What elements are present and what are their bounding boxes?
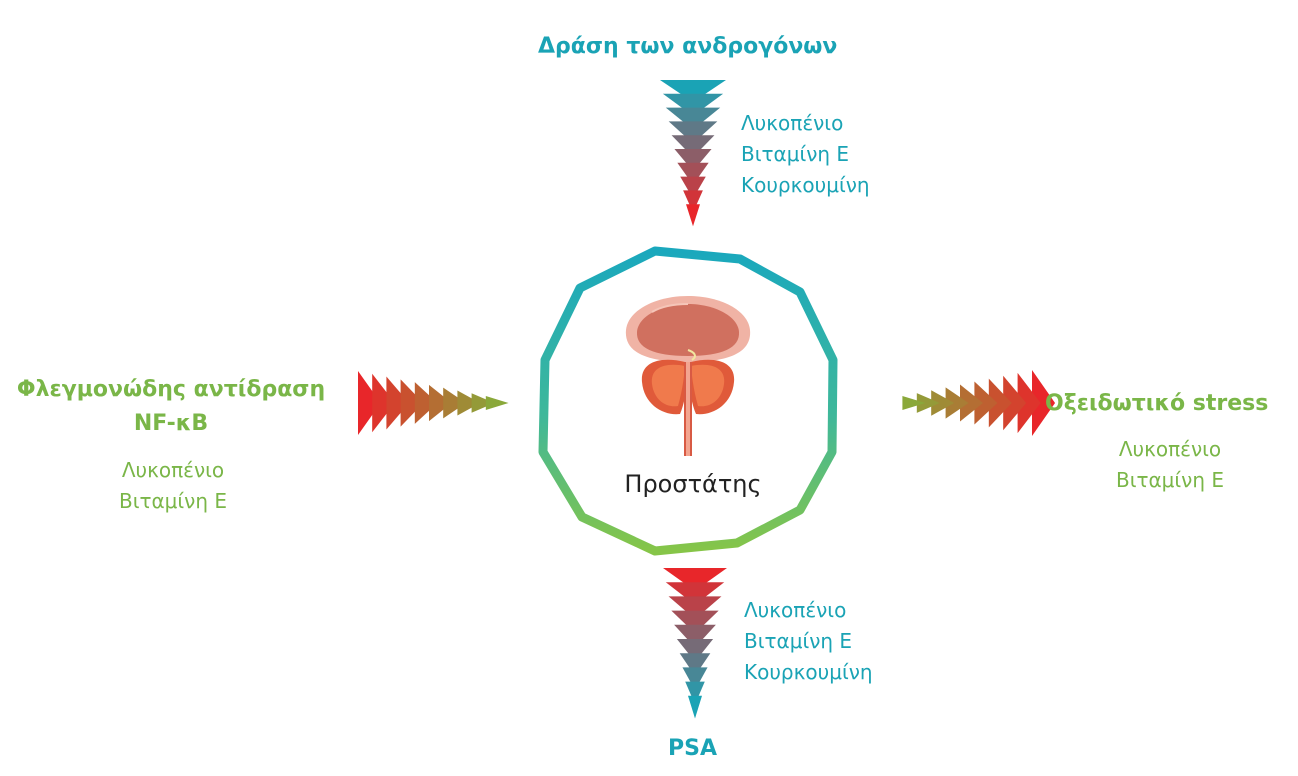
bottom-item: Κουρκουμίνη — [744, 660, 873, 684]
arrow-bottom-chevron — [663, 568, 727, 591]
bottom-item: Βιταμίνη Ε — [744, 629, 853, 653]
arrow-bottom-chevron — [679, 653, 711, 676]
arrow-bottom-chevron — [676, 639, 714, 662]
arrow-right-chevron — [902, 396, 926, 410]
arrow-left-chevron — [400, 379, 424, 427]
arrow-left-chevron — [457, 390, 481, 416]
arrow-top-chevron — [686, 204, 700, 227]
arrow-bottom-chevron — [665, 582, 725, 605]
arrow-left-chevron — [485, 396, 509, 410]
arrow-left-chevron — [386, 376, 410, 430]
arrow-right-chevron — [945, 387, 969, 419]
left-title-line1: Φλεγμονώδης αντίδραση — [16, 377, 326, 402]
arrow-left-chevron — [372, 373, 395, 433]
arrow-top-chevron — [674, 149, 712, 172]
arrow-top-chevron — [680, 176, 706, 199]
arrow-right — [902, 370, 1056, 436]
arrow-top — [660, 80, 726, 227]
arrow-right-chevron — [988, 378, 1012, 428]
top-title: Δράση των ανδρογόνων — [538, 34, 838, 59]
arrow-bottom-chevron — [688, 695, 702, 719]
arrow-top-chevron — [668, 121, 718, 144]
arrow-bottom-chevron — [685, 681, 705, 705]
arrow-bottom-chevron — [671, 610, 719, 634]
arrow-left-chevron — [414, 382, 438, 424]
arrow-right-chevron — [1017, 372, 1041, 434]
arrow-right-chevron — [916, 393, 940, 413]
top-item: Βιταμίνη Ε — [741, 142, 850, 166]
left-title: Φλεγμονώδης αντίδραση NF-κB — [6, 373, 336, 441]
prostate-ring — [538, 246, 838, 556]
arrow-left-chevron — [429, 384, 452, 422]
center-label: Προστάτης — [624, 470, 762, 498]
left-item: Βιταμίνη Ε — [118, 489, 228, 513]
right-item: Λυκοπένιο — [1118, 437, 1222, 461]
arrow-top-chevron — [660, 80, 726, 103]
arrow-right-chevron — [1003, 375, 1027, 431]
arrow-left-chevron — [443, 387, 466, 419]
arrow-bottom — [663, 568, 727, 719]
arrow-left-chevron — [358, 371, 381, 435]
arrow-left-chevron — [471, 393, 495, 413]
arrow-top-chevron — [665, 107, 721, 130]
top-items-list: Λυκοπένιο Βιταμίνη Ε Κουρκουμίνη — [741, 108, 870, 201]
arrow-bottom-chevron — [674, 624, 716, 648]
arrow-right-chevron — [974, 381, 998, 425]
arrow-right-chevron — [931, 390, 955, 416]
top-item: Κουρκουμίνη — [741, 173, 870, 197]
prostate-icon — [625, 296, 751, 456]
right-item: Βιταμίνη Ε — [1115, 468, 1225, 492]
arrow-right-chevron — [960, 384, 984, 422]
arrow-bottom-chevron — [668, 596, 722, 620]
bottom-item: Λυκοπένιο — [744, 598, 847, 622]
arrow-top-chevron — [662, 93, 724, 116]
arrow-top-chevron — [677, 162, 709, 185]
left-title-line2: NF-κB — [133, 411, 209, 436]
arrow-top-chevron — [683, 190, 703, 213]
top-item: Λυκοπένιο — [741, 111, 844, 135]
arrow-left — [358, 371, 509, 435]
right-title: Οξειδωτικό stress — [1045, 391, 1269, 416]
arrow-bottom-chevron — [682, 667, 708, 691]
right-items-list: Λυκοπένιο Βιταμίνη Ε — [1095, 434, 1245, 496]
arrow-right-chevron — [1032, 370, 1056, 436]
left-item: Λυκοπένιο — [121, 458, 225, 482]
bottom-title: PSA — [668, 736, 717, 761]
bottom-items-list: Λυκοπένιο Βιταμίνη Ε Κουρκουμίνη — [744, 595, 873, 688]
left-items-list: Λυκοπένιο Βιταμίνη Ε — [98, 455, 248, 517]
arrow-top-chevron — [671, 135, 715, 158]
